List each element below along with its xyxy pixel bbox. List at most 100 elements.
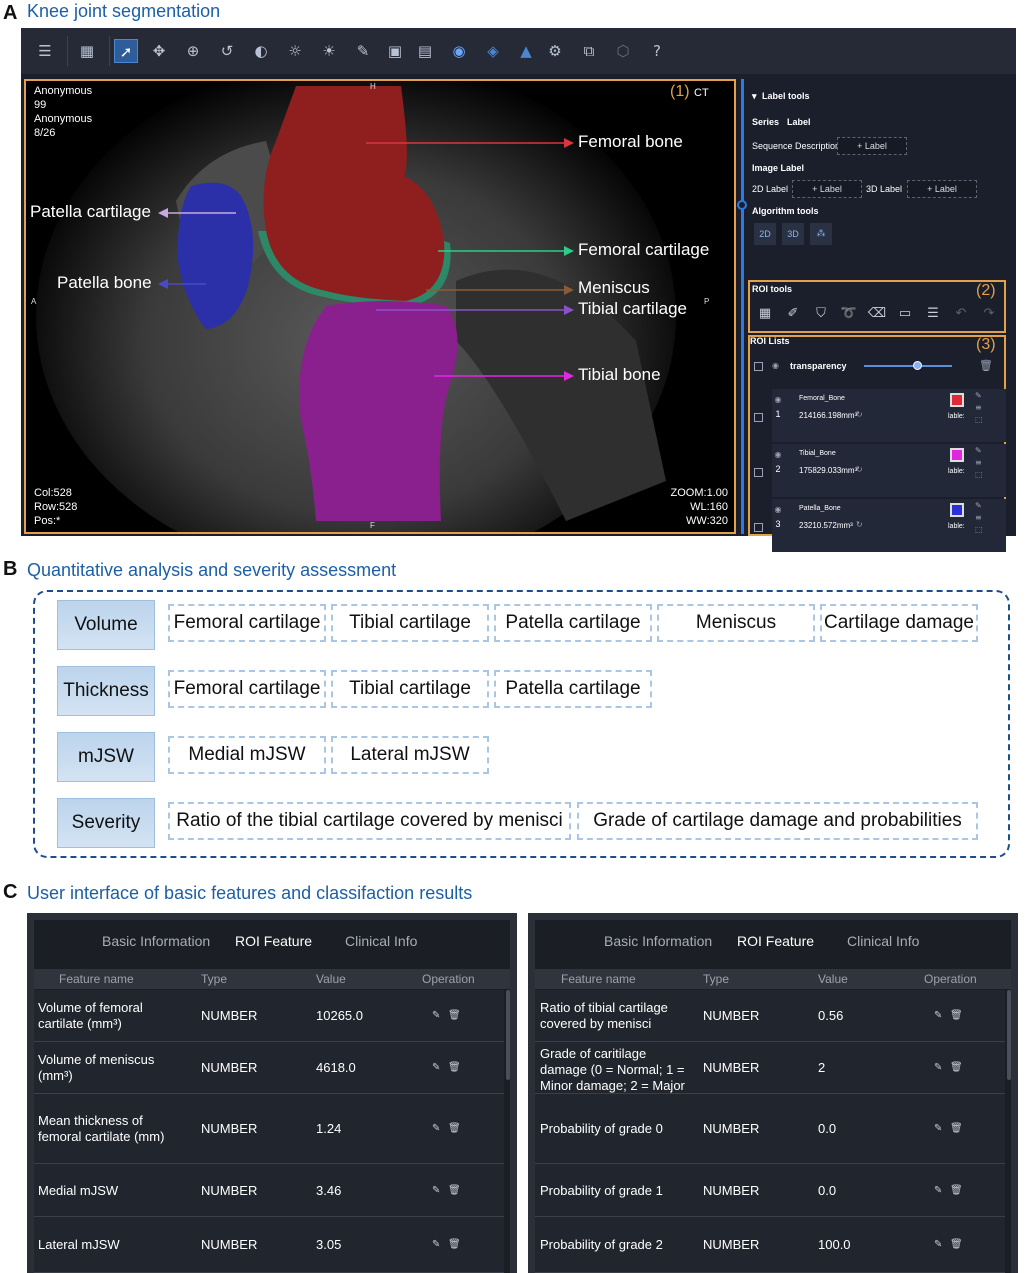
trash-icon[interactable]: 🗑 bbox=[950, 1062, 963, 1073]
export-icon[interactable]: ⧉ bbox=[583, 42, 595, 60]
undo-icon[interactable]: ↶ bbox=[955, 306, 967, 321]
scrollbar[interactable] bbox=[506, 990, 510, 1080]
transparency-slider-thumb[interactable] bbox=[912, 361, 922, 370]
tab-clinical-info[interactable]: Clinical Info bbox=[345, 933, 418, 949]
trash-icon[interactable]: 🗑 bbox=[950, 1185, 963, 1196]
move-icon[interactable]: ✥ bbox=[152, 42, 166, 60]
algorithm-2d-button[interactable]: 2D bbox=[754, 223, 776, 245]
list-icon[interactable]: ≡ bbox=[975, 513, 982, 522]
3d-view-icon[interactable]: ⬚ bbox=[975, 525, 983, 534]
delete-all-icon[interactable]: 🗑 bbox=[979, 359, 993, 372]
algorithm-3d-button[interactable]: 3D bbox=[782, 223, 804, 245]
roi-checkbox[interactable] bbox=[754, 523, 763, 532]
visibility-icon[interactable]: ◉ bbox=[774, 450, 782, 459]
table-row[interactable]: Grade of caritilage damage (0 = Normal; … bbox=[535, 1042, 1005, 1109]
table-row[interactable]: Ratio of tibial cartilage covered by men… bbox=[535, 990, 1005, 1042]
redo-icon[interactable]: ↷ bbox=[983, 306, 995, 321]
algorithm-cluster-icon[interactable]: ⁂ bbox=[810, 223, 832, 245]
settings-icon[interactable]: ⚙ bbox=[548, 42, 562, 60]
visibility-icon[interactable]: ◉ bbox=[774, 505, 782, 514]
roi-database-icon[interactable]: ☰ bbox=[927, 306, 939, 321]
edit-icon[interactable]: ✎ bbox=[934, 1185, 943, 1196]
tab-basic-information[interactable]: Basic Information bbox=[604, 933, 713, 949]
roi-checkbox[interactable] bbox=[754, 413, 763, 422]
trash-icon[interactable]: 🗑 bbox=[950, 1010, 963, 1021]
edit-icon[interactable]: ✎ bbox=[432, 1123, 441, 1134]
scrollbar[interactable] bbox=[1007, 990, 1011, 1080]
transparency-slider[interactable] bbox=[864, 361, 952, 370]
trash-icon[interactable]: 🗑 bbox=[448, 1010, 461, 1021]
trash-icon[interactable]: 🗑 bbox=[448, 1239, 461, 1250]
3d-icon[interactable]: ⬡ bbox=[616, 42, 630, 60]
layers-icon[interactable]: ◈ bbox=[487, 42, 499, 60]
select-all-checkbox[interactable] bbox=[754, 362, 763, 371]
trash-icon[interactable]: 🗑 bbox=[950, 1123, 963, 1134]
table-row[interactable]: Mean thickness of femoral cartilate (mm)… bbox=[34, 1094, 504, 1164]
ruler-icon[interactable]: ✎ bbox=[356, 42, 370, 60]
edit-icon[interactable]: ✎ bbox=[432, 1062, 441, 1073]
image-viewport[interactable]: Anonymous 99 Anonymous 8/26 (1) CT H F A… bbox=[24, 79, 736, 534]
tab-roi-feature[interactable]: ROI Feature bbox=[737, 933, 815, 949]
label-tools-header[interactable]: Label tools bbox=[762, 91, 810, 101]
trash-icon[interactable]: 🗑 bbox=[448, 1123, 461, 1134]
edit-icon[interactable]: ✎ bbox=[432, 1185, 441, 1196]
pointer-icon[interactable]: ➚ bbox=[114, 39, 138, 63]
roi-checkbox[interactable] bbox=[754, 468, 763, 477]
trash-icon[interactable]: 🗑 bbox=[448, 1185, 461, 1196]
grid-icon[interactable]: ▣ bbox=[387, 42, 403, 60]
zoom-icon[interactable]: ⊕ bbox=[186, 42, 200, 60]
visibility-icon[interactable]: ◉ bbox=[772, 361, 779, 370]
label-tab[interactable]: Label bbox=[787, 117, 811, 127]
add-3d-label-button[interactable]: + Label bbox=[907, 180, 977, 198]
edit-icon[interactable]: ✎ bbox=[432, 1010, 441, 1021]
layout-icon[interactable]: ▦ bbox=[79, 42, 95, 60]
brightness-pro-icon[interactable]: ☀ bbox=[322, 42, 336, 60]
eye-icon[interactable]: ◉ bbox=[452, 42, 466, 60]
brightness-icon[interactable]: ☼ bbox=[288, 42, 302, 60]
list-icon[interactable]: ☰ bbox=[38, 42, 52, 60]
trash-icon[interactable]: 🗑 bbox=[448, 1062, 461, 1073]
edit-icon[interactable]: ✎ bbox=[975, 501, 982, 510]
roi-eraser-icon[interactable]: ⌫ bbox=[867, 306, 887, 321]
list-icon[interactable]: ≡ bbox=[975, 403, 982, 412]
tab-clinical-info[interactable]: Clinical Info bbox=[847, 933, 920, 949]
splitter-handle[interactable] bbox=[737, 200, 747, 210]
roi-rectangle-icon[interactable]: ▭ bbox=[898, 306, 912, 321]
label-tools-caret-icon[interactable]: ▾ bbox=[752, 91, 757, 101]
refresh-icon[interactable]: ↻ bbox=[856, 520, 863, 529]
roi-color-swatch[interactable] bbox=[950, 393, 964, 407]
tab-roi-feature[interactable]: ROI Feature bbox=[235, 933, 313, 949]
roi-brush-icon[interactable]: ✐ bbox=[787, 306, 799, 321]
panel-splitter[interactable] bbox=[741, 79, 744, 534]
edit-icon[interactable]: ✎ bbox=[432, 1239, 441, 1250]
roi-grid-icon[interactable]: ▦ bbox=[758, 306, 772, 321]
add-sequence-label-button[interactable]: + Label bbox=[837, 137, 907, 155]
list-icon[interactable]: ≡ bbox=[975, 458, 982, 467]
edit-icon[interactable]: ✎ bbox=[975, 446, 982, 455]
edit-icon[interactable]: ✎ bbox=[975, 391, 982, 400]
help-icon[interactable]: ? bbox=[653, 42, 661, 60]
series-tab[interactable]: Series bbox=[752, 117, 780, 127]
tab-basic-information[interactable]: Basic Information bbox=[102, 933, 211, 949]
contrast-icon[interactable]: ◐ bbox=[254, 42, 268, 60]
refresh-icon[interactable]: ↻ bbox=[856, 465, 863, 474]
add-2d-label-button[interactable]: + Label bbox=[792, 180, 862, 198]
edit-icon[interactable]: ✎ bbox=[934, 1010, 943, 1021]
lock-icon[interactable]: ▲ bbox=[520, 42, 532, 60]
roi-fill-icon[interactable]: ⛉ bbox=[816, 306, 826, 321]
roi-color-swatch[interactable] bbox=[950, 448, 964, 462]
roi-lasso-icon[interactable]: ➰ bbox=[840, 306, 858, 321]
edit-icon[interactable]: ✎ bbox=[934, 1123, 943, 1134]
refresh-icon[interactable]: ↻ bbox=[856, 410, 863, 419]
3d-view-icon[interactable]: ⬚ bbox=[975, 470, 983, 479]
